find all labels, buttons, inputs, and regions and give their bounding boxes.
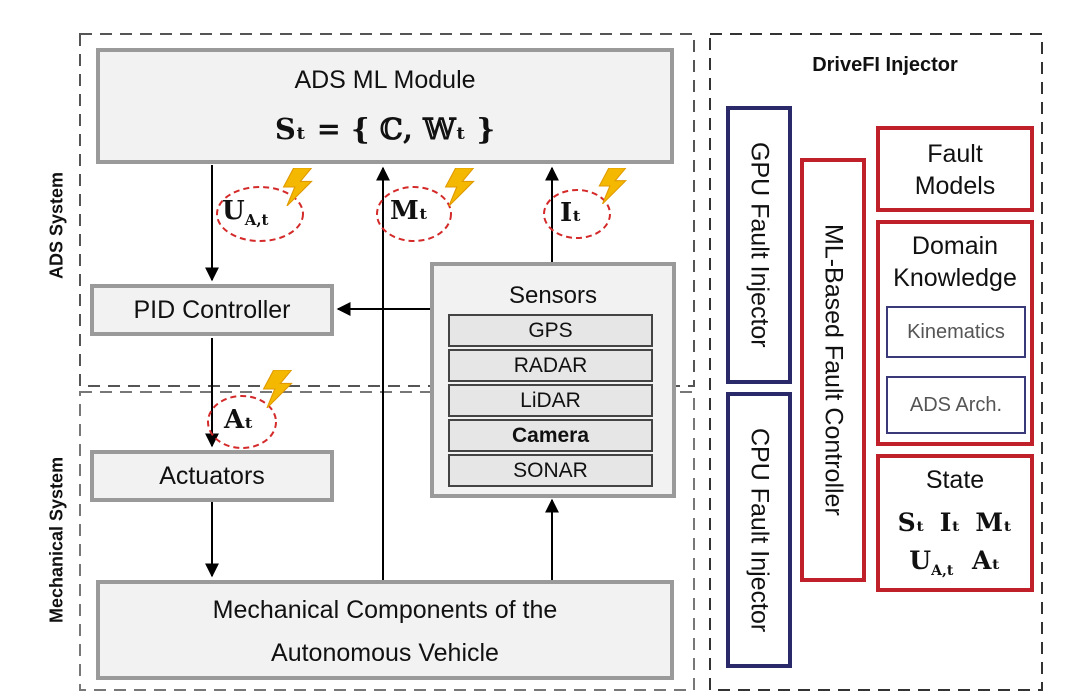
sensor-camera: Camera: [448, 419, 653, 452]
fault-ellipse-i: [543, 189, 611, 239]
mechanical-components-line1: Mechanical Components of the: [212, 596, 558, 624]
state-a-var: Aₜ: [972, 546, 1001, 575]
state-close: }: [476, 112, 496, 146]
state-eq: = {: [316, 112, 370, 146]
lightning-bolt-icon: [283, 168, 313, 206]
state-row1: Sₜ Iₜ Mₜ: [880, 508, 1030, 537]
mechanical-system-label: Mechanical System: [46, 456, 67, 624]
gpu-fault-injector: GPU Fault Injector: [726, 106, 792, 384]
lightning-bolt-icon: [445, 168, 475, 206]
sensors-block: Sensors GPS RADAR LiDAR Camera SONAR: [430, 262, 676, 498]
state-m-var: Mₜ: [975, 508, 1013, 537]
ads-system-region: [79, 33, 695, 387]
signal-a: Aₜ: [224, 405, 254, 435]
signal-i: Iₜ: [560, 198, 582, 228]
ads-arch-box: ADS Arch.: [886, 376, 1026, 434]
ads-system-label: ADS System: [46, 171, 67, 279]
state-u-var: UA,t: [909, 546, 954, 579]
state-c: ℂ: [379, 112, 403, 146]
fault-ellipse-a: [207, 395, 277, 449]
mechanical-system-region: [79, 391, 695, 691]
domain-knowledge: Domain Knowledge Kinematics ADS Arch.: [876, 220, 1034, 446]
sensor-sonar: SONAR: [448, 454, 653, 487]
ads-ml-module: ADS ML Module Sₜ = { ℂ, 𝕎ₜ }: [96, 48, 674, 164]
ml-based-fault-controller: ML-Based Fault Controller: [800, 158, 866, 582]
drivefi-region: [709, 33, 1043, 691]
ml-state-equation: Sₜ = { ℂ, 𝕎ₜ }: [100, 112, 670, 146]
state-s-var: Sₜ: [897, 508, 925, 537]
sensor-radar: RADAR: [448, 349, 653, 382]
kinematics-box: Kinematics: [886, 306, 1026, 358]
actuators: Actuators: [90, 450, 334, 502]
fault-models: Fault Models: [876, 126, 1034, 212]
ads-ml-module-title: ADS ML Module: [294, 66, 476, 94]
state-row2: UA,t Aₜ: [880, 546, 1030, 579]
sensor-lidar: LiDAR: [448, 384, 653, 417]
sensor-gps: GPS: [448, 314, 653, 347]
pid-controller: PID Controller: [90, 284, 334, 336]
cpu-fault-injector: CPU Fault Injector: [726, 392, 792, 668]
signal-u: UA,t: [222, 196, 269, 230]
state-box: State Sₜ Iₜ Mₜ UA,t Aₜ: [876, 454, 1034, 592]
fault-ellipse-u: [216, 186, 304, 242]
state-comma: ,: [402, 112, 413, 146]
drivefi-title: DriveFI Injector: [812, 54, 958, 76]
mechanical-components-line2: Autonomous Vehicle: [271, 639, 499, 667]
lightning-bolt-icon: [263, 370, 293, 408]
sensors-title: Sensors: [508, 282, 598, 309]
signal-m: Mₜ: [390, 196, 429, 226]
fault-ellipse-m: [376, 186, 452, 242]
state-w: 𝕎ₜ: [423, 112, 467, 146]
state-title: State: [925, 466, 985, 494]
domain-knowledge-title: Domain Knowledge: [893, 232, 1017, 292]
state-s: Sₜ: [274, 112, 307, 146]
state-i-var: Iₜ: [939, 508, 961, 537]
mechanical-components: Mechanical Components of the Autonomous …: [96, 580, 674, 680]
